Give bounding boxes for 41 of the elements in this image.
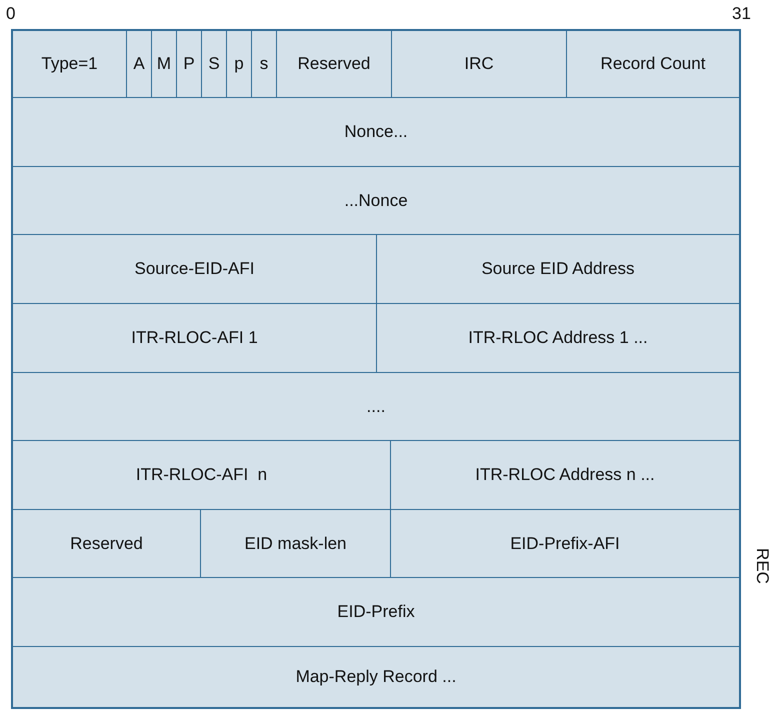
field-name: ITR-RLOC-AFI 1 [131, 328, 258, 348]
field-cell [202, 31, 227, 98]
field-name: ITR-RLOC Address 1 ... [468, 328, 648, 348]
field-name: Map-Reply Record ... [296, 667, 456, 687]
field-name: EID-Prefix [337, 602, 415, 622]
field-name: Nonce... [344, 122, 408, 142]
field-name: Record Count [600, 54, 706, 74]
field-cell [13, 441, 391, 510]
field-name: Reserved [298, 54, 370, 74]
bit-number: 31 [732, 4, 751, 24]
field-name: IRC [464, 54, 494, 74]
field-name: S [208, 54, 220, 74]
field-name: .... [366, 396, 386, 416]
field-cell [227, 31, 252, 98]
field-name: A [133, 54, 145, 74]
field-cell [177, 31, 202, 98]
field-cell [201, 510, 391, 578]
field-name: ITR-RLOC-AFI n [136, 465, 268, 485]
field-name: s [260, 54, 268, 74]
field-cell [277, 31, 392, 98]
field-cell [152, 31, 177, 98]
field-cell [13, 235, 377, 304]
field-cell [13, 304, 377, 373]
field-name: Source EID Address [481, 259, 635, 279]
field-cell [13, 31, 127, 98]
field-name: EID mask-len [244, 534, 347, 554]
field-name: Source-EID-AFI [134, 259, 254, 279]
field-cell [13, 510, 201, 578]
field-name: EID-Prefix-AFI [510, 534, 620, 554]
field-cell [252, 31, 277, 98]
field-name: P [183, 54, 195, 74]
field-name: ...Nonce [344, 190, 408, 210]
field-name: Type=1 [41, 54, 98, 74]
section-label: REC [752, 548, 770, 584]
field-cell [127, 31, 152, 98]
field-cell [392, 31, 567, 98]
field-name: Reserved [70, 534, 143, 554]
bit-number: 0 [6, 4, 16, 24]
field-name: M [156, 54, 172, 74]
field-name: ITR-RLOC Address n ... [475, 465, 655, 485]
field-name: p [234, 54, 244, 74]
